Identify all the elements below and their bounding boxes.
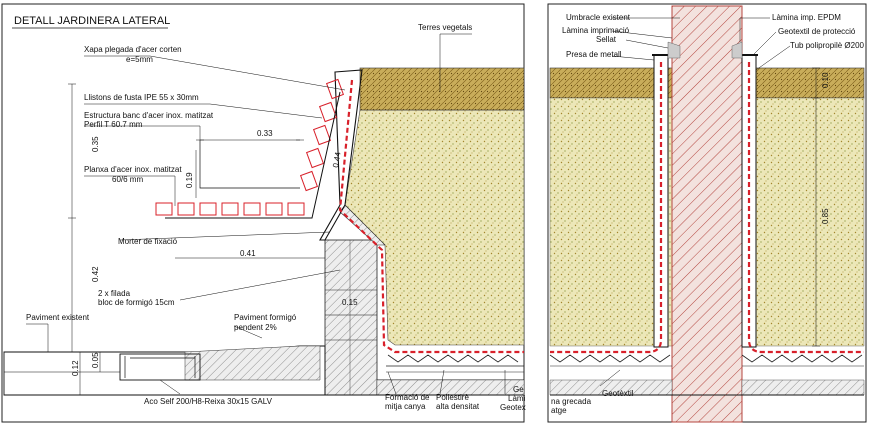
dim-033: 0.33 bbox=[257, 129, 273, 138]
dimension-lines-right bbox=[812, 67, 820, 347]
corten-plate bbox=[319, 69, 363, 241]
membrane-left bbox=[338, 79, 524, 354]
dim-019: 0.19 bbox=[185, 172, 194, 188]
drain-grate bbox=[124, 356, 196, 378]
label-lamina-imprimacio: Làmina imprimació bbox=[562, 26, 630, 35]
label-estructura: Estructura banc d'acer inox. matitzat bbox=[84, 111, 214, 120]
label-paviment-formigo: Paviment formigó bbox=[234, 313, 297, 322]
leaders-right bbox=[599, 17, 791, 387]
dim-015: 0.15 bbox=[342, 298, 358, 307]
label-lamina-epdm: Làmina imp. EPDM bbox=[772, 13, 841, 22]
label-ge: Ge bbox=[513, 385, 524, 394]
drain-layer-left bbox=[376, 354, 525, 396]
dim-044: 0.44 bbox=[331, 151, 343, 168]
dim-035: 0.35 bbox=[91, 136, 100, 152]
label-poliestire: Poliestirè bbox=[436, 393, 469, 402]
sealant-right bbox=[731, 41, 743, 59]
label-filada: 2 x filada bbox=[98, 289, 131, 298]
label-llistons: Llistons de fusta IPE 55 x 30mm bbox=[84, 93, 199, 102]
label-planxa-size: 60/6 mm bbox=[112, 175, 143, 184]
bench-top bbox=[339, 204, 386, 246]
label-na-grecada: na grecada bbox=[551, 397, 592, 406]
label-geotextil-proteccio: Geotextil de protecció bbox=[778, 27, 856, 36]
dim-010: 0.10 bbox=[821, 72, 830, 88]
dim-042: 0.42 bbox=[91, 266, 100, 282]
steel-frame bbox=[165, 91, 341, 219]
label-sellat: Sellat bbox=[596, 35, 617, 44]
dim-005: 0.05 bbox=[91, 352, 100, 368]
label-presa: Presa de metall bbox=[566, 50, 622, 59]
wood-slats bbox=[155, 78, 345, 216]
dimension-lines-left bbox=[68, 83, 377, 395]
label-tub: Tub polipropilè Ø200 bbox=[790, 41, 865, 50]
drawing-title: DETALL JARDINERA LATERAL bbox=[14, 15, 170, 27]
label-lami: Làmi bbox=[508, 394, 526, 403]
steel-strut bbox=[199, 140, 300, 189]
membrane-right-a bbox=[550, 62, 663, 354]
label-perfil: Perfil T 60.7 mm bbox=[84, 120, 143, 129]
label-alta-densitat: alta densitat bbox=[436, 402, 480, 411]
label-pendent: pendent 2% bbox=[234, 323, 277, 332]
label-xapa-thickness: e=5mm bbox=[126, 55, 153, 64]
sealant-left bbox=[667, 41, 681, 59]
label-paviment-existent: Paviment existent bbox=[26, 313, 90, 322]
label-xapa: Xapa plegada d'acer corten bbox=[84, 45, 182, 54]
block-wall bbox=[324, 239, 378, 396]
label-umbracle: Umbracle existent bbox=[566, 13, 631, 22]
central-column bbox=[671, 5, 743, 423]
leaders-left bbox=[26, 33, 506, 395]
label-planxa: Planxa d'acer inox. matitzat bbox=[84, 165, 182, 174]
label-geotextil: Geotèxtil bbox=[602, 389, 634, 398]
membrane-right-b bbox=[747, 62, 864, 354]
concrete-pavement bbox=[184, 345, 321, 381]
label-geotex: Geotex bbox=[500, 403, 526, 412]
dim-012: 0.12 bbox=[71, 360, 80, 376]
label-formacio: Formació de bbox=[385, 393, 430, 402]
dim-085: 0.85 bbox=[821, 208, 830, 224]
label-morter: Morter de fixació bbox=[118, 237, 178, 246]
label-bloc: bloc de formigó 15cm bbox=[98, 298, 175, 307]
label-aco: Aco Self 200/H8-Reixa 30x15 GALV bbox=[144, 397, 273, 406]
dim-041: 0.41 bbox=[240, 249, 256, 258]
label-atge: atge bbox=[551, 406, 567, 415]
label-terres-vegetals: Terres vegetals bbox=[418, 23, 472, 32]
label-mitja-canya: mitja canya bbox=[385, 402, 426, 411]
topsoil-band-left bbox=[359, 67, 525, 111]
